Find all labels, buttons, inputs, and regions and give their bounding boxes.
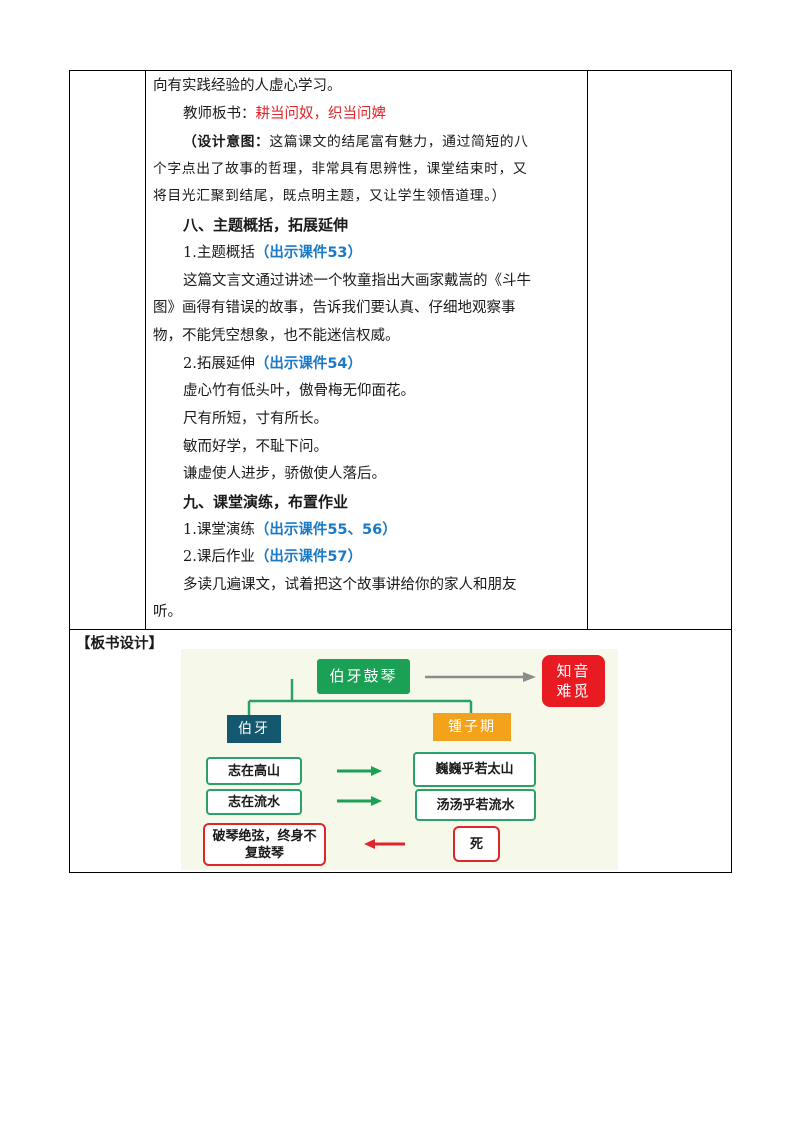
quote-line: 谦虚使人进步，骄傲使人落后。 [183,466,386,482]
board-phrase: 耕当问奴，织当问婢 [255,106,387,122]
quote-line: 虚心竹有低头叶，傲骨梅无仰面花。 [183,383,415,399]
text-line: 将目光汇聚到结尾，既点明主题，又让学生领悟道理。） [153,188,507,204]
quote-line: 尺有所短，寸有所长。 [183,411,328,427]
text-line: 这篇文言文通过讲述一个牧童指出大画家戴嵩的《斗牛 [183,273,531,289]
text-line: 听。 [153,604,182,620]
right-item-water: 汤汤乎若流水 [415,789,536,821]
arrow-to-result [425,672,536,682]
section-heading: 九、课堂演练，布置作业 [183,493,349,511]
text-line: 物，不能凭空想象，也不能迷信权威。 [153,328,400,344]
result-box: 知音难觅 [542,655,605,707]
connector-lines [247,672,536,849]
quote-line: 敏而好学，不耻下问。 [183,439,328,455]
column-divider-left [145,70,146,629]
arrow-right-2 [337,796,382,806]
board-design-label: 【板书设计】 [76,636,163,652]
text-line: 向有实践经验的人虚心学习。 [153,78,342,94]
zhongziqi-label: 锺子期 [433,713,511,741]
ending-right: 死 [453,826,500,862]
arrow-right-1 [337,766,382,776]
text-line: 图》画得有错误的故事，告诉我们要认真、仔细地观察事 [153,300,516,316]
left-item-water: 志在流水 [206,789,302,815]
board-design-diagram: 伯牙鼓琴 知音难觅 伯牙 锺子期 志在高山 志在流水 巍巍乎若太山 汤汤乎若流水… [181,649,618,870]
text-line: 个字点出了故事的哲理，非常具有思辨性，课堂结束时，又 [153,161,528,177]
text-line: 多读几遍课文，试着把这个故事讲给你的家人和朋友 [183,577,517,593]
subheading: 1.主题概括（出示课件53） [183,245,363,261]
left-item-mountain: 志在高山 [206,757,302,785]
arrow-left [364,839,405,849]
subheading: 1.课堂演练（出示课件55、56） [183,522,397,538]
ending-left: 破琴绝弦，终身不复鼓琴 [203,823,326,866]
right-item-mountain: 巍巍乎若太山 [413,752,536,787]
teacher-board-line: 教师板书：耕当问奴，织当问婢 [183,106,387,122]
boya-label: 伯牙 [227,715,281,743]
design-intent-line: （设计意图：这篇课文的结尾富有魅力，通过简短的八 [183,134,529,150]
title-box: 伯牙鼓琴 [317,659,410,694]
lesson-table [69,70,732,873]
section-heading: 八、主题概括，拓展延伸 [183,216,349,234]
column-divider-right [587,70,588,629]
subheading: 2.课后作业（出示课件57） [183,549,363,565]
subheading: 2.拓展延伸（出示课件54） [183,356,363,372]
row-divider [69,629,732,630]
